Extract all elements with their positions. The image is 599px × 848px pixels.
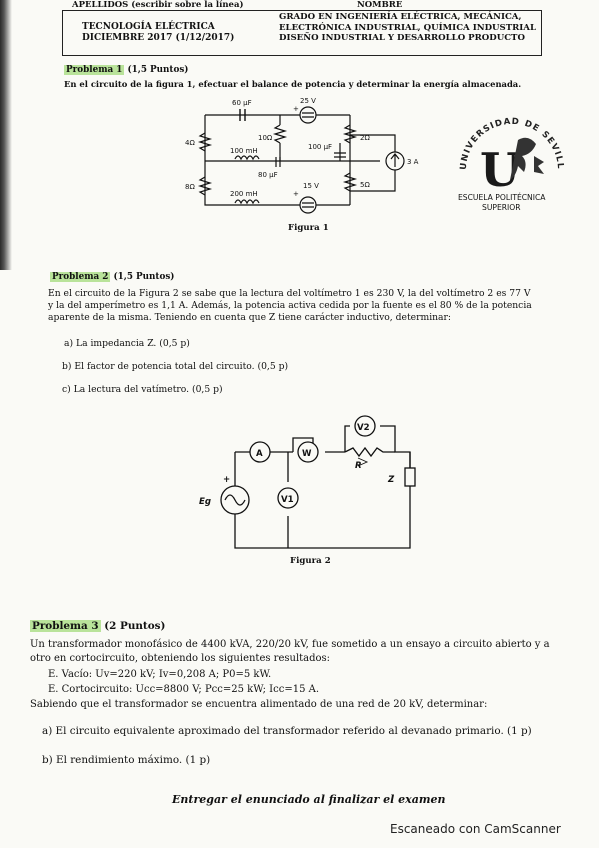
wattmeter-icon: W bbox=[302, 449, 312, 459]
label-100uf: 100 μF bbox=[308, 143, 332, 151]
ammeter-icon: A bbox=[256, 449, 263, 459]
scanner-watermark: Escaneado con CamScanner bbox=[390, 822, 561, 836]
label-plus-src: + bbox=[223, 475, 230, 485]
university-logo: UNIVERSIDAD DE SEVILLA U bbox=[452, 108, 564, 197]
binding-shadow bbox=[0, 0, 14, 270]
label-8ohm: 8Ω bbox=[185, 183, 195, 191]
problem3-test1: E. Vacío: Uv=220 kV; Iv=0,208 A; P0=5 kW… bbox=[48, 669, 272, 680]
problem2-line3: aparente de la misma. Teniendo en cuenta… bbox=[48, 312, 452, 323]
surname-label: APELLIDOS (escribir sobre la línea) bbox=[72, 0, 244, 10]
school-name-1: ESCUELA POLITÉCNICA bbox=[458, 193, 546, 202]
logo-ornament-icon bbox=[534, 156, 544, 174]
figure2-caption: Figura 2 bbox=[290, 556, 331, 566]
problem3-line3: Sabiendo que el transformador se encuent… bbox=[30, 699, 488, 710]
problem2-line2: y la del amperímetro es 1,1 A. Además, l… bbox=[48, 300, 532, 311]
label-15v: 15 V bbox=[303, 182, 319, 190]
problem3-line1: Un transformador monofásico de 4400 kVA,… bbox=[30, 639, 550, 650]
label-plus2: + bbox=[293, 190, 299, 198]
label-3a: 3 A bbox=[407, 158, 419, 166]
problem3-line2: otro en cortocircuito, obteniendo los si… bbox=[30, 653, 331, 664]
label-2ohm: 2Ω bbox=[360, 134, 370, 142]
label-plus1: + bbox=[293, 105, 299, 113]
figure2-circuit: A W V1 V2 R Z Eg + bbox=[199, 415, 416, 549]
label-100mh: 100 mH bbox=[230, 147, 258, 155]
problem3-test2: E. Cortocircuito: Ucc=8800 V; Pcc=25 kW;… bbox=[48, 684, 320, 695]
label-4ohm: 4Ω bbox=[185, 139, 195, 147]
problem2-item-c: c) La lectura del vatímetro. (0,5 p) bbox=[62, 384, 223, 395]
problem2-heading: Problema 2 (1,5 Puntos) bbox=[50, 272, 175, 282]
label-80uf: 80 μF bbox=[258, 171, 278, 179]
figure1-caption: Figura 1 bbox=[288, 223, 329, 233]
label-eg: Eg bbox=[199, 497, 211, 507]
voltmeter1-icon: V1 bbox=[281, 495, 294, 505]
degree-list: GRADO EN INGENIERÍA ELÉCTRICA, MECÁNICA,… bbox=[279, 12, 536, 44]
voltmeter2-icon: V2 bbox=[357, 423, 370, 433]
label-25v: 25 V bbox=[300, 97, 316, 105]
problem2-line1: En el circuito de la Figura 2 se sabe qu… bbox=[48, 288, 531, 299]
label-10ohm: 10Ω bbox=[258, 134, 273, 142]
problem1-heading: Problema 1 (1,5 Puntos) bbox=[64, 65, 189, 75]
label-z: Z bbox=[387, 475, 395, 485]
label-5ohm: 5Ω bbox=[360, 181, 370, 189]
label-r: R bbox=[355, 461, 362, 471]
problem2-item-a: a) La impedancia Z. (0,5 p) bbox=[64, 338, 190, 349]
giralda-icon bbox=[510, 137, 536, 180]
name-label: NOMBRE bbox=[357, 0, 403, 10]
course-title: TECNOLOGÍA ELÉCTRICA DICIEMBRE 2017 (1/1… bbox=[82, 22, 235, 43]
label-60uf: 60 μF bbox=[232, 99, 252, 107]
header-box bbox=[62, 10, 542, 56]
exam-instruction: Entregar el enunciado al finalizar el ex… bbox=[172, 793, 446, 806]
problem2-item-b: b) El factor de potencia total del circu… bbox=[62, 361, 289, 372]
problem3-heading: Problema 3 (2 Puntos) bbox=[30, 620, 166, 632]
label-200mh: 200 mH bbox=[230, 190, 258, 198]
problem3-item-b: b) El rendimiento máximo. (1 p) bbox=[42, 754, 211, 766]
school-name-2: SUPERIOR bbox=[482, 203, 521, 212]
problem1-statement: En el circuito de la figura 1, efectuar … bbox=[64, 79, 522, 89]
problem3-item-a: a) El circuito equivalente aproximado de… bbox=[42, 725, 532, 737]
figure1-circuit: 60 μF 25 V + 4Ω 10Ω 2Ω 100 mH 100 μF 3 A… bbox=[185, 97, 419, 214]
